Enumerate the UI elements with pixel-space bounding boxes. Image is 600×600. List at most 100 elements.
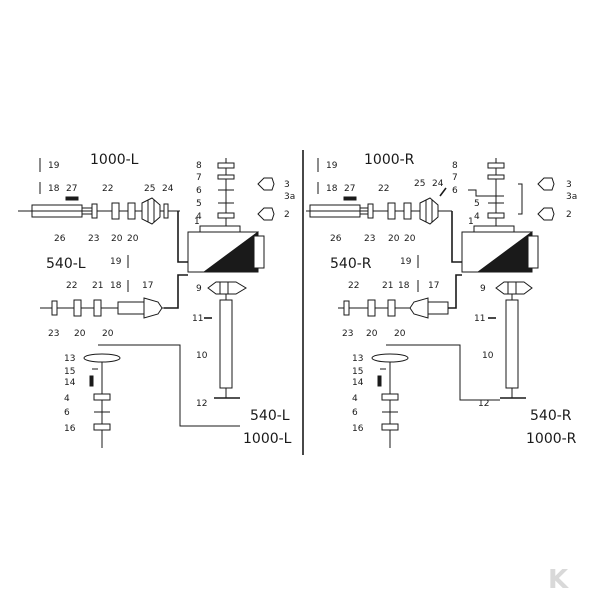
right-housing-lid <box>473 225 515 233</box>
left-bolt-14 <box>89 375 94 387</box>
right-label-20b: 20 <box>404 234 416 244</box>
right-title-540: 540-R <box>330 256 372 272</box>
right-bolt-3 <box>537 177 555 191</box>
left-ring-24 <box>163 203 169 219</box>
left-label-17: 17 <box>142 281 153 291</box>
left-shaft-10 <box>219 299 233 389</box>
left-cover-13 <box>83 353 121 363</box>
left-title-540: 540-L <box>46 256 86 272</box>
right-part-8 <box>487 162 505 169</box>
left-label-6: 6 <box>196 186 202 196</box>
left-title-1000-bottom: 1000-L <box>243 431 292 447</box>
left-label-8: 8 <box>196 161 202 171</box>
right-label-11: 11 <box>474 314 485 324</box>
left-bearing-20b <box>127 202 136 220</box>
right-label-20d: 20 <box>394 329 406 339</box>
left-top-connector <box>177 211 188 263</box>
right-pinion-17 <box>409 297 429 319</box>
right-part-4b <box>381 393 399 401</box>
left-part-16 <box>93 423 111 431</box>
left-label-10: 10 <box>196 351 208 361</box>
right-bearing-20c <box>367 299 376 317</box>
right-panel: 1000-R 540-R 540-R 1000-R 19 18 27 26 22… <box>306 152 577 448</box>
left-pinion-shaft-17 <box>117 301 145 315</box>
left-label-2: 2 <box>284 210 290 220</box>
left-panel: 1000-L 540-L 540-L 1000-L 19 18 27 26 22… <box>18 152 295 448</box>
left-bolt-3 <box>257 177 275 191</box>
left-part-7 <box>217 174 235 180</box>
left-pinion-17 <box>143 297 163 319</box>
left-label-20c: 20 <box>74 329 86 339</box>
left-label-27: 27 <box>66 184 77 194</box>
left-label-14: 14 <box>64 378 76 388</box>
right-part-4 <box>487 212 505 219</box>
left-label-13: 13 <box>64 354 75 364</box>
right-label-20a: 20 <box>388 234 400 244</box>
left-cover-link <box>98 344 240 427</box>
right-label-1: 1 <box>468 217 474 227</box>
left-label-22: 22 <box>102 184 113 194</box>
left-label-16: 16 <box>64 424 76 434</box>
right-bearing-20d <box>387 299 396 317</box>
right-label-24: 24 <box>432 179 444 189</box>
right-key-27 <box>343 196 357 201</box>
left-label-3a: 3a <box>284 192 295 202</box>
right-label-22: 22 <box>378 184 389 194</box>
right-bearing-20b <box>403 202 412 220</box>
right-gear-9 <box>495 281 533 295</box>
right-label-8: 8 <box>452 161 458 171</box>
right-label-21: 21 <box>382 281 393 291</box>
right-label-19b: 19 <box>400 257 412 267</box>
left-part-4 <box>217 212 235 219</box>
right-label-7: 7 <box>452 173 458 183</box>
left-label-24: 24 <box>162 184 174 194</box>
right-label-10: 10 <box>482 351 494 361</box>
right-cover-13 <box>371 353 409 363</box>
watermark-logo: K <box>548 565 569 595</box>
right-title-540-bottom: 540-R <box>530 408 572 424</box>
right-bolt-2 <box>537 207 555 221</box>
left-label-20d: 20 <box>102 329 114 339</box>
right-part-16 <box>381 423 399 431</box>
right-label-4b: 4 <box>352 394 358 404</box>
right-label-15: 15 <box>352 367 363 377</box>
right-label-18b: 18 <box>398 281 410 291</box>
right-label-9: 9 <box>480 284 486 294</box>
left-label-5: 5 <box>196 199 202 209</box>
left-label-18b: 18 <box>110 281 122 291</box>
right-label-19: 19 <box>326 161 338 171</box>
right-label-2: 2 <box>566 210 572 220</box>
left-ring-23 <box>91 203 98 219</box>
right-housing-flange <box>527 235 539 269</box>
right-shaft-10 <box>505 299 519 389</box>
left-label-9: 9 <box>196 284 202 294</box>
right-label-13: 13 <box>352 354 363 364</box>
right-bevel-gear-25 <box>419 197 439 225</box>
left-label-7: 7 <box>196 173 202 183</box>
right-label-6b: 6 <box>352 408 358 418</box>
right-pinion-shaft-17 <box>427 301 449 315</box>
left-label-20a: 20 <box>111 234 123 244</box>
right-mid-connector <box>448 274 462 309</box>
right-label-6: 6 <box>452 186 458 196</box>
right-label-23: 23 <box>364 234 375 244</box>
left-title-1000: 1000-L <box>90 152 139 168</box>
left-part-8 <box>217 162 235 169</box>
right-top-connector <box>451 211 462 263</box>
left-label-19: 19 <box>48 161 60 171</box>
right-bolt-14 <box>377 375 382 387</box>
right-cover-link <box>386 344 500 401</box>
right-part-6 <box>468 189 504 197</box>
left-label-11: 11 <box>192 314 203 324</box>
left-bearing-20d <box>93 299 102 317</box>
left-housing-lid <box>199 225 241 233</box>
right-bolt-bracket <box>518 183 523 215</box>
left-label-1: 1 <box>194 217 200 227</box>
right-label-3: 3 <box>566 180 572 190</box>
left-bearing-20a <box>111 202 120 220</box>
right-label-5: 5 <box>474 199 480 209</box>
right-part-7 <box>487 174 505 180</box>
right-label-16: 16 <box>352 424 364 434</box>
right-label-20c: 20 <box>366 329 378 339</box>
